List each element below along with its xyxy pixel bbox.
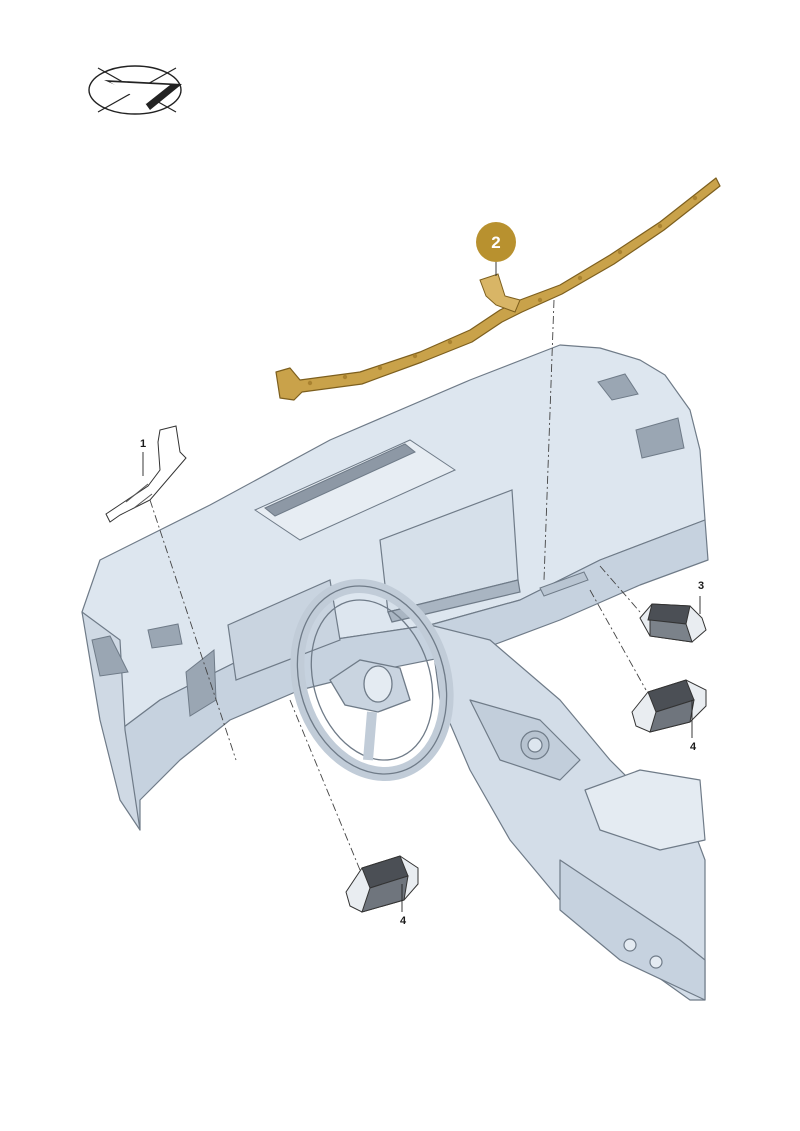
svg-text:1: 1 bbox=[140, 438, 146, 450]
callout-label-3: 3 bbox=[698, 580, 704, 592]
callout-badge-2: 2 bbox=[476, 222, 516, 262]
steering-wheel bbox=[290, 579, 454, 781]
part-1-bracket bbox=[105, 425, 187, 523]
callout-label-4-right: 4 bbox=[690, 741, 697, 753]
defrost-vent bbox=[253, 439, 457, 541]
leader-lines bbox=[149, 299, 647, 871]
part-2-highlighted bbox=[275, 177, 721, 401]
direction-arrow-icon bbox=[88, 65, 182, 115]
part-4-bottom-switch bbox=[345, 855, 419, 913]
svg-text:4: 4 bbox=[400, 915, 407, 927]
part-4-right-switch bbox=[631, 679, 707, 733]
svg-text:3: 3 bbox=[698, 580, 704, 592]
callout-label-1: 1 bbox=[140, 438, 146, 450]
svg-text:4: 4 bbox=[690, 741, 697, 753]
svg-text:2: 2 bbox=[491, 233, 500, 252]
callout-stems bbox=[142, 262, 701, 912]
part-3-switch bbox=[639, 603, 707, 643]
air-vents bbox=[91, 373, 685, 717]
glovebox bbox=[539, 571, 589, 597]
callout-label-4-bottom: 4 bbox=[400, 915, 407, 927]
